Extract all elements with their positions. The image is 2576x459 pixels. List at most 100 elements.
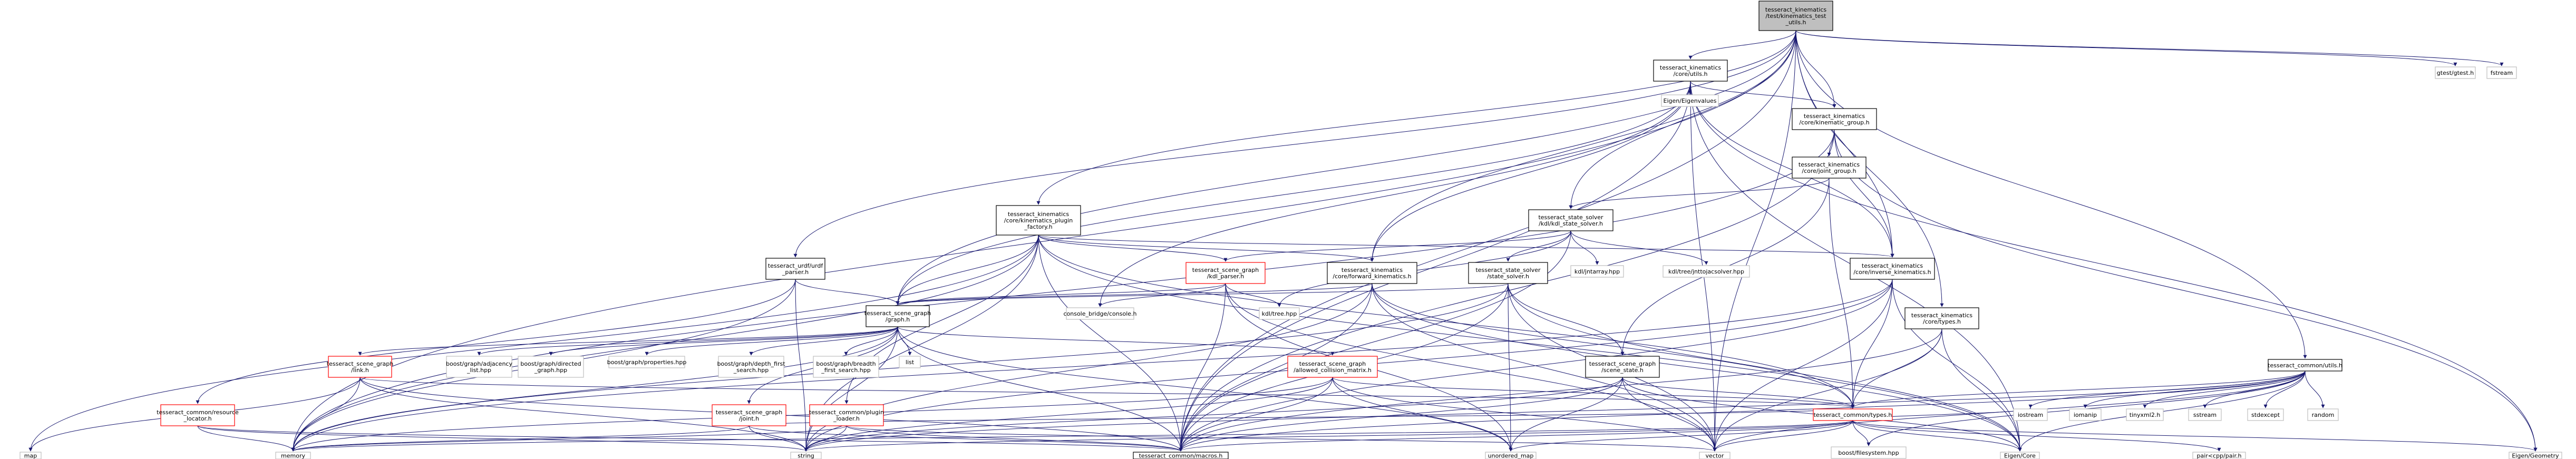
- node-label: pair<cpp/pair.h: [2197, 453, 2242, 459]
- edge-acm-to-unordered_map: [1332, 377, 1513, 452]
- edge-kdl_parser-to-macros: [1179, 283, 1226, 452]
- edge-graph-to-string: [804, 326, 898, 452]
- node-inv-kin[interactable]: tesseract_kinematics/core/inverse_kinema…: [1850, 258, 1935, 280]
- node-label: tesseract_kinematics: [1799, 161, 1860, 168]
- edge-utils-to-eigen_geom: [1690, 81, 2538, 452]
- edge-plugin_factory-to-eigen_core: [1038, 235, 2022, 452]
- edge-graph-to-link: [358, 326, 898, 356]
- node-stdexcept: stdexcept: [2247, 408, 2284, 421]
- node-label: boost/graph/adjacency: [446, 360, 512, 367]
- node-label: /core/types.h: [1923, 318, 1961, 325]
- node-plugin-factory[interactable]: tesseract_kinematics/core/kinematics_plu…: [996, 205, 1081, 236]
- node-label: list: [906, 359, 915, 366]
- node-box: [446, 356, 512, 378]
- node-label: _search.hpp: [733, 367, 769, 374]
- edge-root-to-kdl_solver: [1569, 30, 1796, 209]
- node-resource[interactable]: tesseract_common/resource_locator.h: [157, 404, 239, 426]
- node-scene-state[interactable]: tesseract_scene_graph/scene_state.h: [1585, 356, 1660, 378]
- node-label: /graph.h: [886, 316, 910, 323]
- node-label: console_bridge/console.h: [1063, 310, 1136, 317]
- node-label: /core/kinematic_group.h: [1799, 119, 1869, 126]
- edge-kdl_solver-to-kdl_jntarray: [1570, 230, 1599, 265]
- node-fwd-kin[interactable]: tesseract_kinematics/core/forward_kinema…: [1327, 262, 1417, 284]
- node-root[interactable]: tesseract_kinematics/test/kinematics_tes…: [1758, 1, 1833, 31]
- node-box: [1585, 356, 1660, 378]
- edge-link-to-common_types: [359, 377, 1854, 408]
- node-kin-types[interactable]: tesseract_kinematics/core/types.h: [1904, 307, 1979, 329]
- edge-graph-to-acm: [897, 326, 1335, 356]
- node-label: tesseract_common/macros.h: [1139, 453, 1223, 459]
- edge-state_solver-to-scene_state: [1508, 283, 1625, 356]
- edge-common_utils-to-filesystem: [1867, 370, 2306, 446]
- node-label: tesseract_scene_graph: [1192, 267, 1259, 274]
- edge-plugin_loader-to-macros: [846, 425, 1183, 452]
- node-iomanip: iomanip: [2069, 408, 2102, 421]
- edge-kin_types-to-eigen_core: [1941, 328, 2022, 452]
- node-box: [2188, 408, 2222, 421]
- node-eigen-geom: Eigen/Geometry: [2509, 452, 2562, 459]
- edge-root-to-memory: [291, 30, 1796, 452]
- node-label: tesseract_common/types.h: [1814, 412, 1892, 418]
- node-kdl-tree: kdl/tree.hpp: [1259, 307, 1300, 320]
- node-utils[interactable]: tesseract_kinematics/core/utils.h: [1653, 60, 1728, 82]
- node-kdl-parser[interactable]: tesseract_scene_graph/kdl_parser.h: [1185, 262, 1266, 284]
- edge-utils-to-graph: [896, 81, 1691, 305]
- node-macros[interactable]: tesseract_common/macros.h: [1133, 452, 1229, 459]
- edge-acm-to-string: [804, 377, 1333, 452]
- node-label: vector: [1706, 453, 1724, 459]
- edge-common_types-to-filesystem: [1852, 420, 1871, 446]
- node-label: tinyxml2.h: [2130, 412, 2161, 418]
- node-kgroup[interactable]: tesseract_kinematics/core/kinematic_grou…: [1792, 108, 1877, 130]
- node-label: Eigen/Core: [2004, 453, 2036, 459]
- edge-fwd_kin-to-macros: [1179, 283, 1373, 452]
- node-label: /kdl_parser.h: [1207, 273, 1244, 280]
- node-kdl-solver[interactable]: tesseract_state_solver/kdl/kdl_state_sol…: [1528, 209, 1613, 231]
- node-jgroup[interactable]: tesseract_kinematics/core/joint_group.h: [1792, 157, 1867, 179]
- node-properties: boost/graph/properties.hpp: [607, 356, 686, 368]
- node-box: [1259, 307, 1300, 320]
- node-box: [2000, 452, 2040, 459]
- node-box: [1663, 265, 1750, 278]
- node-label: kdl/tree.hpp: [1262, 310, 1297, 317]
- node-plugin-loader[interactable]: tesseract_common/plugin_loader.h: [809, 404, 884, 426]
- node-graph[interactable]: tesseract_scene_graph/graph.h: [864, 305, 931, 327]
- node-state-solver[interactable]: tesseract_state_solver/state_solver.h: [1468, 262, 1548, 284]
- node-acm[interactable]: tesseract_scene_graph/allowed_collision_…: [1287, 356, 1378, 378]
- edge-root-to-vector: [1713, 30, 1796, 452]
- node-common-types[interactable]: tesseract_common/types.h: [1813, 408, 1893, 421]
- node-eigenvalues: Eigen/Eigenvalues: [1661, 94, 1719, 107]
- node-joint[interactable]: tesseract_scene_graph/joint.h: [712, 404, 786, 426]
- edge-plugin_factory-to-kdl_parser: [1038, 235, 1228, 262]
- edge-link-to-memory: [291, 377, 361, 452]
- node-label: tesseract_scene_graph: [864, 310, 931, 317]
- node-label: tesseract_kinematics: [1911, 312, 1972, 319]
- node-urdf[interactable]: tesseract_urdf/urdf_parser.h: [765, 258, 825, 280]
- node-box: [1850, 258, 1935, 280]
- edge-kdl_parser-to-graph: [896, 283, 1226, 305]
- edge-utils-to-macros: [1179, 81, 1691, 452]
- edge-root-to-kgroup: [1795, 30, 1836, 108]
- node-box: [20, 452, 42, 459]
- node-box: [2486, 66, 2517, 79]
- node-label: gtest/gtest.h: [2437, 70, 2474, 76]
- edge-graph-to-properties: [645, 326, 898, 356]
- node-label: boost/graph/breadth: [816, 360, 876, 367]
- node-label: /core/joint_group.h: [1802, 168, 1856, 174]
- edge-common_utils-to-string: [804, 370, 2306, 452]
- node-common-utils[interactable]: tesseract_common/utils.h: [2268, 359, 2342, 372]
- node-label: map: [24, 453, 37, 459]
- edge-kin_types-to-common_types: [1851, 328, 1942, 408]
- edge-kgroup-to-eigen_geom: [1834, 129, 2538, 452]
- node-kdl-treejnt: kdl/tree/jnttojacsolver.hpp: [1663, 265, 1750, 278]
- node-box: [2069, 408, 2102, 421]
- edge-inv_kin-to-common_types: [1851, 279, 1893, 408]
- edge-graph-to-adjacency: [477, 326, 898, 356]
- node-iostream: iostream: [2013, 408, 2048, 421]
- node-box: [2192, 452, 2246, 459]
- node-label: boost/filesystem.hpp: [1838, 450, 1899, 456]
- edge-urdf-to-graph: [795, 279, 900, 305]
- edge-common_utils-to-macros: [1179, 370, 2306, 452]
- node-link[interactable]: tesseract_scene_graph/link.h: [327, 356, 393, 378]
- edge-inv_kin-to-eigen_core: [1892, 279, 2022, 452]
- node-random: random: [2307, 408, 2339, 421]
